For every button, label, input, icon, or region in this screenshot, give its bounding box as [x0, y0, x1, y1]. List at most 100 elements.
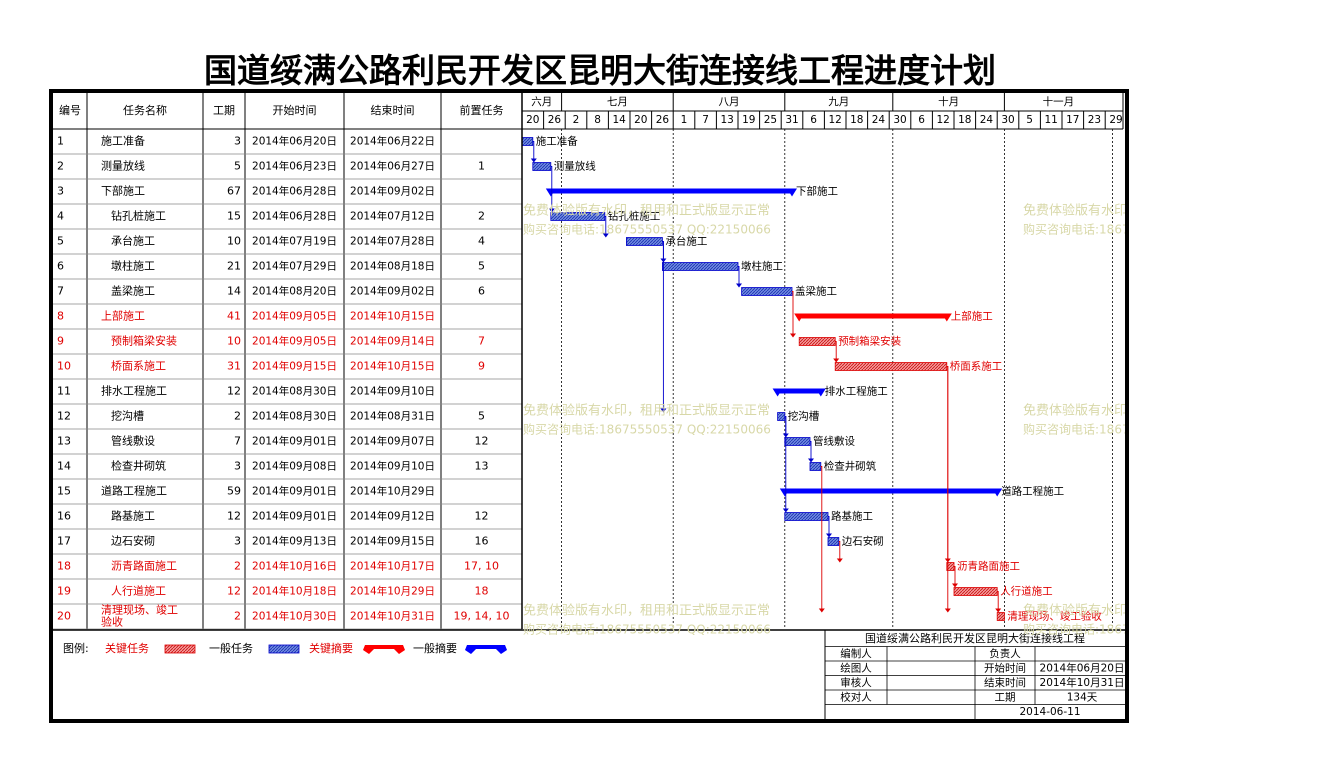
- task-start: 2014年09月05日: [252, 310, 337, 323]
- task-bar[interactable]: [784, 437, 811, 446]
- task-bar[interactable]: [953, 587, 998, 596]
- dependency-arrow-head: [826, 533, 832, 538]
- task-name: 测量放线: [101, 159, 145, 173]
- summary-bar[interactable]: [784, 488, 998, 494]
- task-id: 3: [57, 185, 64, 198]
- summary-bar[interactable]: [777, 388, 821, 394]
- watermark-text: 免费体验版有水印，租用和正式版显示正常: [1023, 603, 1125, 619]
- task-end: 2014年10月17日: [350, 560, 435, 573]
- task-bar[interactable]: [662, 262, 739, 271]
- task-duration: 67: [227, 185, 241, 198]
- task-id: 7: [57, 285, 64, 298]
- task-pred: 18: [475, 585, 489, 598]
- legend-normal-task-swatch: [268, 644, 300, 654]
- task-name: 盖梁施工: [111, 284, 155, 298]
- task-start: 2014年08月30日: [252, 385, 337, 398]
- task-pred: 2: [478, 210, 485, 223]
- dependency-arrow: [784, 416, 787, 512]
- summary-bar[interactable]: [799, 313, 947, 319]
- summary-bar-end-cap: [787, 188, 797, 197]
- timeline-week: 14: [613, 114, 627, 126]
- table-header-3: 开始时间: [273, 103, 317, 117]
- task-end: 2014年09月10日: [350, 460, 435, 473]
- timeline-week: 30: [893, 114, 906, 126]
- task-duration: 10: [227, 335, 241, 348]
- task-pred: 17, 10: [464, 560, 499, 573]
- dependency-arrow-head: [790, 333, 796, 338]
- task-bar[interactable]: [809, 462, 822, 471]
- bar-label: 盖梁施工: [795, 285, 837, 298]
- task-pred: 4: [478, 235, 485, 248]
- watermark-text: 购买咨询电话:18675550537 QQ:22150066: [523, 622, 771, 637]
- task-bar[interactable]: [827, 537, 840, 546]
- summary-bar-end-cap: [941, 313, 952, 322]
- task-start: 2014年09月01日: [252, 510, 337, 523]
- task-name: 下部施工: [101, 184, 145, 198]
- info-box-duration-value: 134天: [1067, 691, 1098, 703]
- watermark-text: 免费体验版有水印，租用和正式版显示正常: [523, 203, 770, 219]
- task-end: 2014年10月29日: [350, 585, 435, 598]
- info-box-label: 审核人: [840, 676, 872, 689]
- task-bar[interactable]: [521, 137, 534, 146]
- task-bar[interactable]: [532, 162, 552, 171]
- task-pred: 16: [475, 535, 489, 548]
- table-header-0: 编号: [59, 103, 81, 117]
- legend-normal-task-label: 一般任务: [209, 642, 253, 655]
- task-end: 2014年09月02日: [350, 185, 435, 198]
- task-duration: 15: [227, 210, 241, 223]
- task-bar[interactable]: [777, 412, 786, 421]
- legend-critical-summary-swatch: [363, 645, 405, 654]
- info-box-start-value: 2014年06月20日: [1040, 661, 1125, 674]
- task-end: 2014年06月27日: [350, 160, 435, 173]
- bar-label: 路基施工: [831, 510, 873, 523]
- task-name: 边石安砌: [111, 534, 155, 548]
- task-start: 2014年07月29日: [252, 260, 337, 273]
- task-pred: 19, 14, 10: [454, 610, 510, 623]
- timeline-week: 12: [937, 114, 950, 126]
- task-id: 10: [57, 360, 71, 373]
- task-end: 2014年06月22日: [350, 135, 435, 148]
- task-name: 施工准备: [101, 134, 145, 148]
- task-start: 2014年06月20日: [252, 135, 337, 148]
- task-name: 管线敷设: [111, 434, 155, 448]
- task-duration: 2: [234, 610, 241, 623]
- task-name: 预制箱梁安装: [111, 334, 177, 348]
- task-id: 5: [57, 235, 64, 248]
- bar-label: 钻孔桩施工: [608, 210, 661, 223]
- task-bar[interactable]: [741, 287, 793, 296]
- task-duration: 12: [227, 510, 241, 523]
- task-name: 清理现场、竣工: [101, 603, 178, 617]
- timeline-week: 11: [1045, 114, 1058, 126]
- bar-label: 挖沟槽: [788, 410, 820, 423]
- timeline-week: 8: [594, 114, 601, 126]
- dependency-arrow: [835, 341, 837, 362]
- task-bar[interactable]: [626, 237, 663, 246]
- timeline-week: 1: [681, 114, 688, 126]
- task-duration: 21: [227, 260, 241, 273]
- summary-bar[interactable]: [550, 188, 792, 194]
- task-end: 2014年08月31日: [350, 410, 435, 423]
- task-name: 承台施工: [111, 234, 155, 248]
- table-header-4: 结束时间: [371, 104, 415, 117]
- info-box-duration-label: 工期: [995, 691, 1016, 703]
- task-name: 钻孔桩施工: [111, 209, 166, 223]
- task-start: 2014年08月30日: [252, 410, 337, 423]
- watermark-text: 购买咨询电话:18675550537 QQ:22150066: [1023, 622, 1125, 637]
- watermark-text: 免费体验版有水印，租用和正式版显示正常: [1023, 403, 1125, 419]
- timeline-month: 八月: [719, 96, 740, 108]
- task-bar[interactable]: [798, 337, 836, 346]
- timeline-week: 12: [829, 114, 842, 126]
- task-pred: 12: [475, 510, 489, 523]
- task-start: 2014年09月13日: [252, 535, 337, 548]
- dependency-arrow-head: [808, 458, 814, 463]
- task-bar[interactable]: [834, 362, 948, 371]
- task-pred: 5: [478, 260, 485, 273]
- task-duration: 5: [234, 160, 241, 173]
- dependency-arrow: [810, 441, 812, 462]
- info-box-label: 绘图人: [840, 661, 872, 674]
- info-box-date: 2014-06-11: [1019, 706, 1080, 718]
- bar-label: 清理现场、竣工验收: [1007, 610, 1102, 623]
- timeline-week: 24: [872, 114, 886, 126]
- task-bar[interactable]: [996, 612, 1005, 621]
